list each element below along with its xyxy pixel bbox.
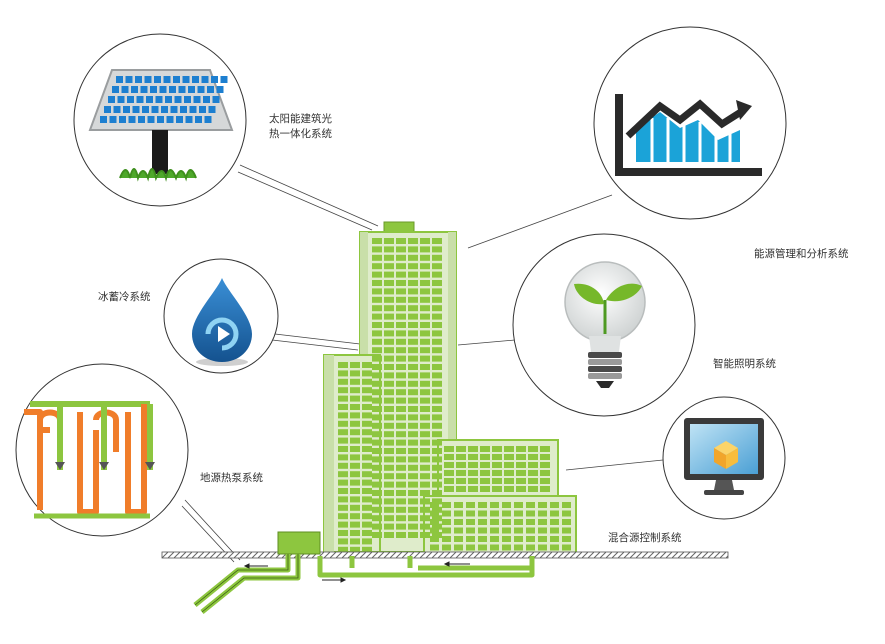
label-solar-integration: 太阳能建筑光 热一体化系统 bbox=[269, 112, 332, 142]
hybrid-control-circle bbox=[662, 396, 786, 520]
heat-pump-circle bbox=[15, 363, 189, 537]
rising-chart-icon bbox=[615, 94, 762, 176]
label-hybrid-control: 混合源控制系统 bbox=[608, 532, 682, 544]
ice-storage-circle bbox=[163, 258, 279, 374]
solar-panel-circle bbox=[73, 33, 247, 207]
light-bulb-icon bbox=[564, 261, 646, 388]
geothermal-pipes-icon bbox=[24, 401, 155, 519]
label-solar-line2: 热一体化系统 bbox=[269, 128, 332, 140]
monitor-icon bbox=[684, 418, 764, 495]
label-smart-lighting: 智能照明系统 bbox=[713, 358, 776, 370]
green-building-complex bbox=[323, 221, 577, 555]
solar-panel-icon bbox=[88, 69, 234, 182]
energy-analysis-circle bbox=[593, 26, 787, 220]
label-ice-storage: 冰蓄冷系统 bbox=[98, 291, 151, 303]
water-drop-icon bbox=[192, 278, 252, 366]
connector-lines bbox=[181, 164, 664, 563]
label-energy-management: 能源管理和分析系统 bbox=[754, 248, 849, 260]
label-solar-line1: 太阳能建筑光 bbox=[269, 113, 332, 125]
ground-and-pipes bbox=[161, 531, 729, 614]
label-ground-heat-pump: 地源热泵系统 bbox=[200, 472, 263, 484]
smart-lighting-circle bbox=[512, 233, 696, 417]
